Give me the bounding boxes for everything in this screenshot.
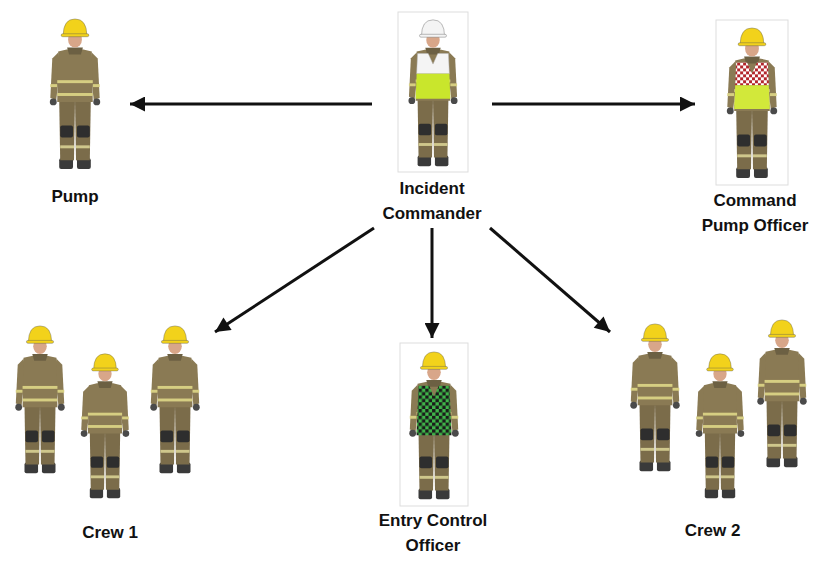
firefighter-figure	[15, 326, 64, 473]
firefighter-figure	[81, 354, 129, 498]
role-label: Incident Commander	[372, 176, 492, 226]
role-label: Pump	[20, 184, 130, 209]
role-node: Crew 2	[610, 316, 815, 545]
image-frame	[716, 20, 788, 185]
role-node: Entry Control Officer	[368, 338, 498, 560]
role-label: Entry Control Officer	[368, 508, 498, 558]
role-node: Crew 1	[5, 318, 215, 547]
command-arrow	[492, 103, 695, 106]
firefighter-figure	[630, 324, 679, 471]
firefighter-figure	[150, 326, 199, 473]
entry-control-vest	[417, 386, 452, 435]
firefighter-figure	[757, 320, 806, 467]
pump-officer-vest	[734, 63, 770, 109]
firefighter-figure	[727, 28, 777, 178]
firefighter-figure	[409, 352, 458, 499]
command-arrow	[130, 103, 372, 106]
role-node: Incident Commander	[372, 10, 492, 228]
firefighter-figure	[50, 19, 100, 169]
image-frame	[398, 12, 468, 172]
role-label: Crew 2	[610, 518, 815, 543]
role-node: Pump	[20, 12, 130, 211]
role-node: Command Pump Officer	[695, 18, 815, 240]
firefighter-figure	[696, 354, 744, 498]
command-arrow	[431, 228, 434, 338]
command-arrow	[490, 228, 610, 332]
command-vest	[416, 54, 451, 99]
image-frame	[400, 343, 468, 506]
role-label: Command Pump Officer	[695, 188, 815, 238]
firefighter-figure	[408, 20, 457, 166]
role-label: Crew 1	[5, 520, 215, 545]
command-arrow	[215, 228, 374, 332]
